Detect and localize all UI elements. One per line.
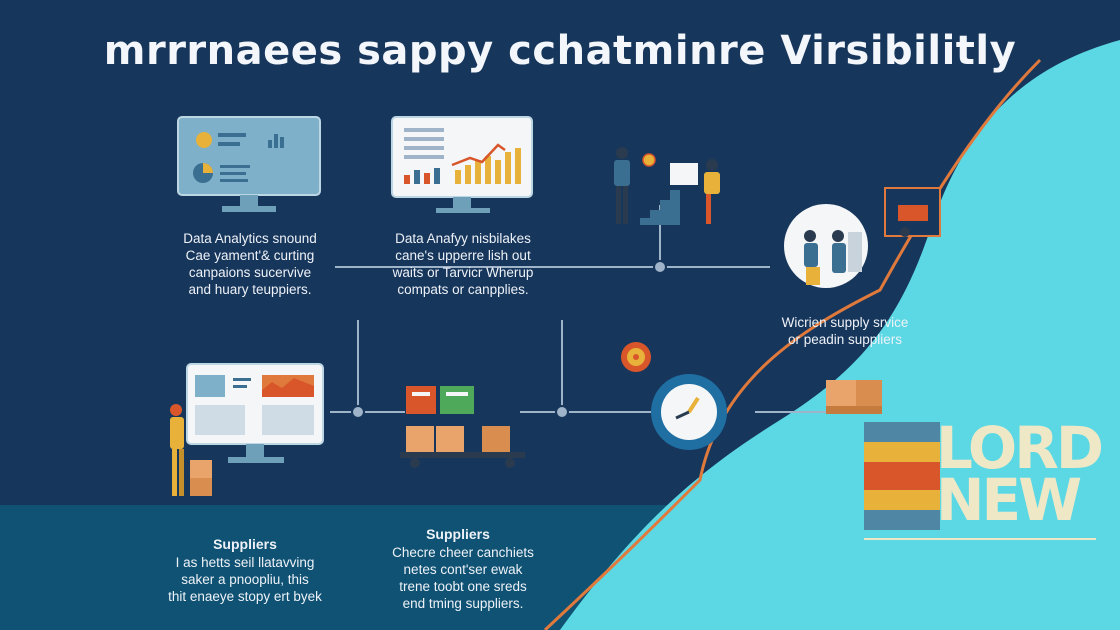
connector-nodes [351, 260, 667, 419]
gear-icon [621, 342, 651, 372]
cart-boxes-icon [400, 386, 525, 468]
suppliers-heading-mid: Suppliers [426, 526, 490, 542]
truck-icon [884, 187, 941, 237]
team-stairs-icon [614, 147, 720, 225]
cyan-wave-panel [560, 40, 1120, 630]
right-boxes-icon [826, 380, 882, 414]
supplier-monitor-icon [170, 363, 324, 496]
supply-caption-right: Wicrien supply srvice or peadin supplier… [781, 315, 909, 347]
meeting-circle-icon [784, 204, 868, 288]
logo-wordmark: LORD NEW [936, 414, 1120, 534]
page-title: mrrrnaees sappy cchatminre Virsibilitly [103, 28, 1017, 74]
logo-line-1: LORD [936, 414, 1104, 482]
suppliers-text-left: I as hetts seil llatavving saker a pnoop… [168, 555, 322, 604]
analytics-monitor-1-icon [177, 116, 321, 212]
clock-icon [651, 374, 727, 450]
orange-curve [543, 58, 1042, 630]
suppliers-text-mid: Checre cheer canchiets netes cont'ser ew… [392, 545, 534, 611]
logo-line-2: NEW [936, 466, 1082, 534]
analytics-monitor-2-icon [391, 116, 533, 213]
logo-mark [864, 422, 1096, 540]
analytics-caption-right: Data Anafyy nisbilakes cane's upperre li… [392, 231, 534, 297]
analytics-caption-left: Data Analytics snound Cae yament'& curti… [183, 231, 317, 297]
suppliers-heading-left: Suppliers [213, 536, 277, 552]
